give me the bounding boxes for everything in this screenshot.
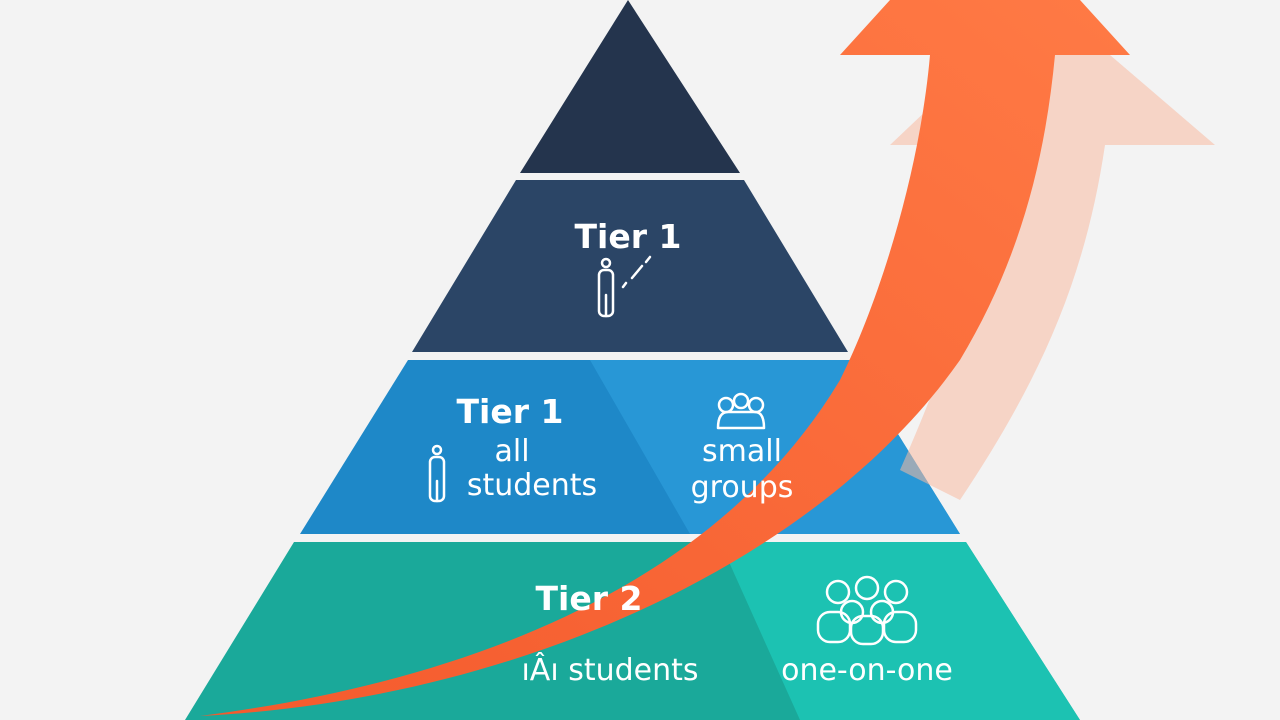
tier-middle-title: Tier 1 (457, 392, 564, 431)
tier-middle-right-line1: small (702, 434, 782, 469)
tier-bottom-right-text: one-on-one (781, 653, 953, 688)
tier-middle-left-line2: students (467, 468, 597, 503)
person-icon (428, 444, 446, 503)
tier-middle-right-line2: groups (691, 470, 794, 505)
person-with-arrow-icon (597, 255, 652, 318)
tier-middle-left-line1: all (494, 434, 529, 469)
pyramid-apex (520, 0, 740, 173)
group-icon (716, 392, 766, 430)
arrow-ghost-icon (890, 55, 1215, 500)
tier-bottom-title: Tier 2 (536, 579, 643, 618)
tier-upper-title: Tier 1 (575, 217, 682, 256)
pyramid-tier-upper (412, 180, 848, 352)
pyramid-tier-bottom-right (720, 542, 1080, 720)
tier-bottom-left-text: ıÂı students (521, 652, 698, 688)
people-group-icon (816, 575, 918, 646)
upward-curved-arrow-icon (200, 0, 1130, 716)
